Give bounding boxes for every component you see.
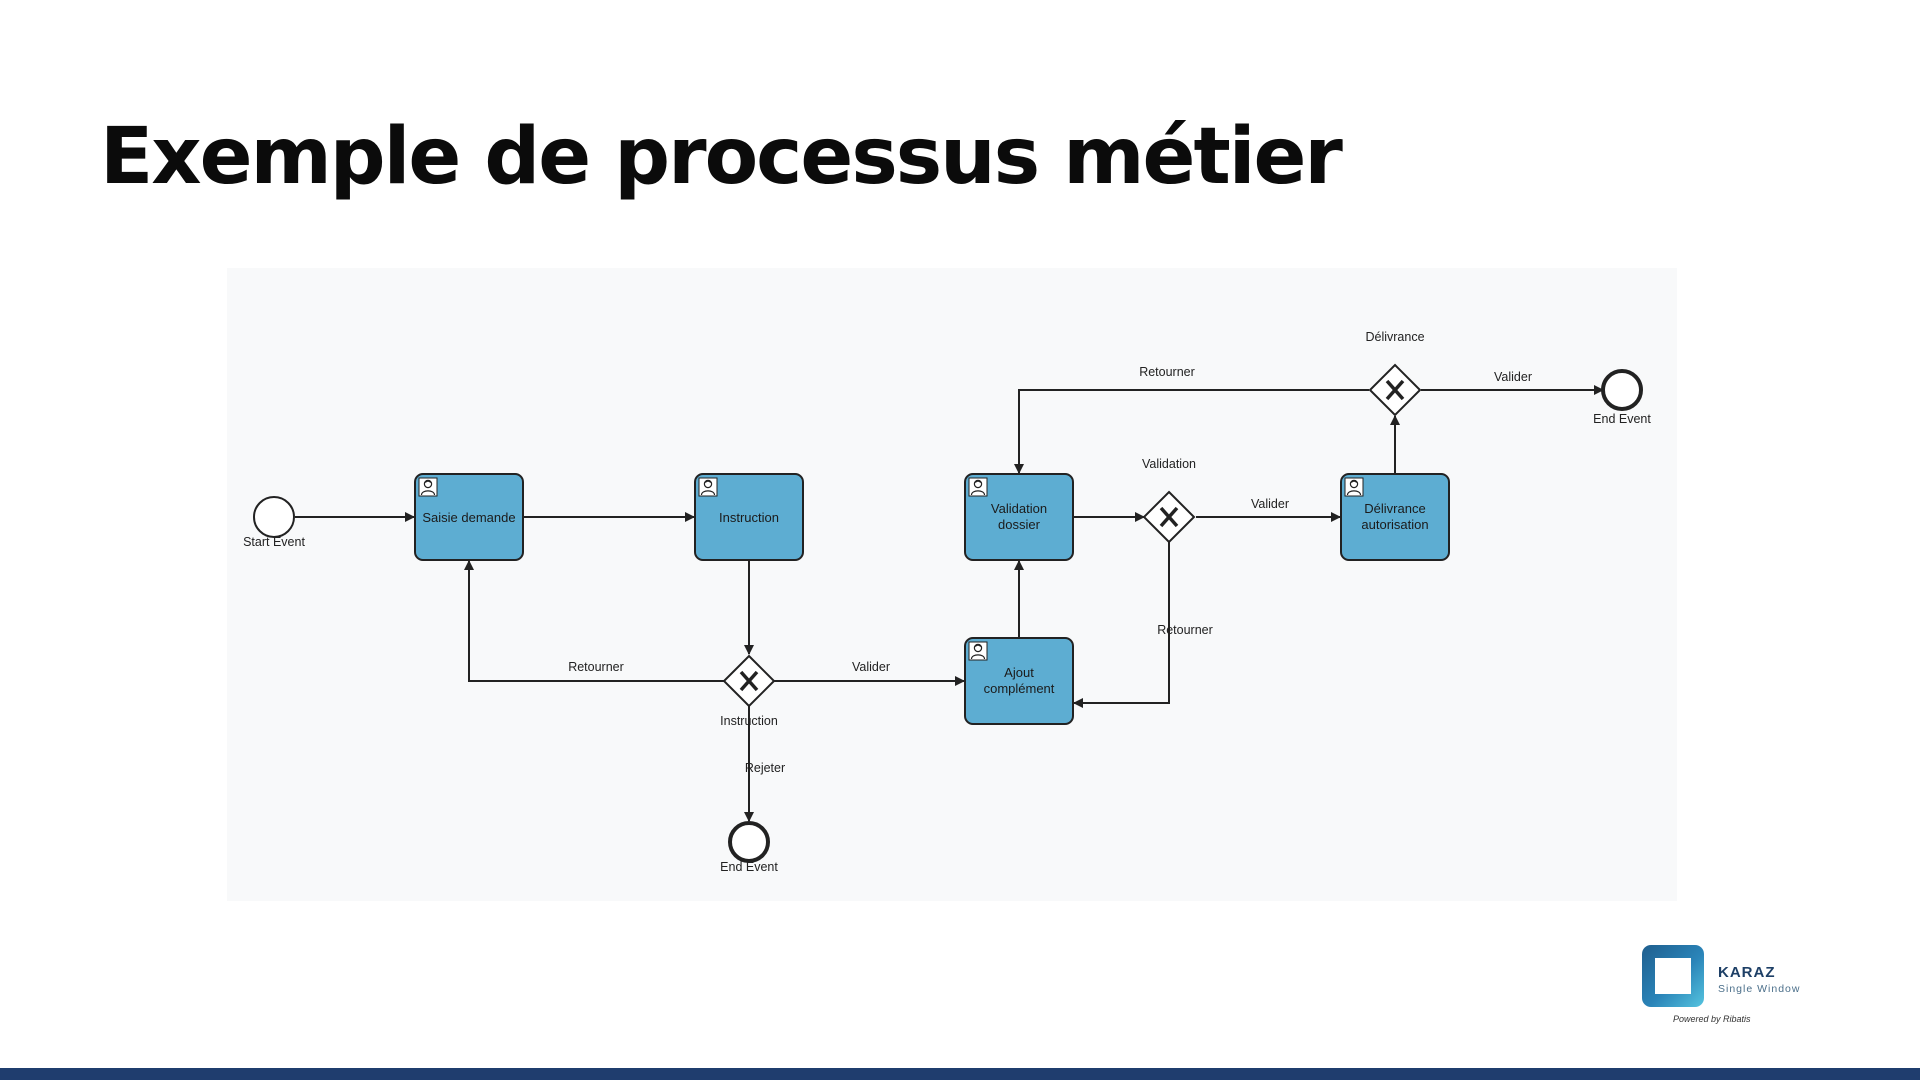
task-saisie-demande[interactable]: Saisie demande — [414, 473, 524, 561]
end-event-final[interactable] — [1601, 369, 1643, 411]
user-icon — [698, 477, 718, 497]
start-event-label: Start Event — [243, 535, 305, 549]
flow-label-retourner: Retourner — [568, 660, 624, 674]
end-event-label: End Event — [1593, 412, 1651, 426]
exclusive-x-icon — [739, 670, 759, 692]
gateway-delivrance[interactable] — [1368, 363, 1422, 417]
gateway-validation[interactable] — [1142, 490, 1196, 544]
karaz-logo-mark — [1642, 945, 1704, 1007]
flow-label-retourner: Retourner — [1157, 623, 1213, 637]
footer-bar — [0, 1068, 1920, 1080]
gateway-label: Instruction — [720, 714, 778, 728]
task-label: Délivrance — [1364, 501, 1425, 516]
flow-label-rejeter: Rejeter — [745, 761, 785, 775]
logo-subtitle: Single Window — [1718, 983, 1801, 995]
task-label: dossier — [998, 517, 1041, 532]
exclusive-x-icon — [1159, 506, 1179, 528]
logo-name: KARAZ — [1718, 964, 1776, 981]
task-instruction[interactable]: Instruction — [694, 473, 804, 561]
karaz-logo: KARAZ Single Window Powered by Ribatis — [1642, 945, 1822, 1030]
flow-gateway-retourner — [464, 560, 725, 682]
end-event-reject[interactable] — [728, 821, 770, 863]
flow-label-valider: Valider — [1494, 370, 1532, 384]
flow-label-valider: Valider — [1251, 497, 1289, 511]
end-event-label: End Event — [720, 860, 778, 874]
user-icon — [1344, 477, 1364, 497]
user-icon — [418, 477, 438, 497]
start-event[interactable] — [253, 496, 295, 538]
logo-powered-by: Powered by Ribatis — [1673, 1014, 1751, 1024]
task-ajout-complement[interactable]: Ajout complément — [964, 637, 1074, 725]
gateway-instruction[interactable] — [722, 654, 776, 708]
flow-delivgw-retourner — [1014, 389, 1369, 474]
task-label: Instruction — [719, 510, 779, 525]
flow-label-retourner: Retourner — [1139, 365, 1195, 379]
flow-validgw-retourner — [1073, 541, 1170, 708]
gateway-label: Validation — [1142, 457, 1196, 471]
gateway-label: Délivrance — [1365, 330, 1424, 344]
page-title: Exemple de processus métier — [100, 112, 1343, 202]
task-label: Validation — [991, 501, 1047, 516]
exclusive-x-icon — [1385, 379, 1405, 401]
task-delivrance-autorisation[interactable]: Délivrance autorisation — [1340, 473, 1450, 561]
flow-label-valider: Valider — [852, 660, 890, 674]
bpmn-diagram: Start Event Saisie demande Instruction V… — [227, 268, 1677, 901]
diagram-canvas: Start Event Saisie demande Instruction V… — [243, 330, 1651, 874]
task-label: complément — [984, 681, 1055, 696]
task-label: Ajout — [1004, 665, 1034, 680]
user-icon — [968, 477, 988, 497]
task-validation-dossier[interactable]: Validation dossier — [964, 473, 1074, 561]
task-label: autorisation — [1361, 517, 1428, 532]
user-icon — [968, 641, 988, 661]
task-label: Saisie demande — [422, 510, 515, 525]
